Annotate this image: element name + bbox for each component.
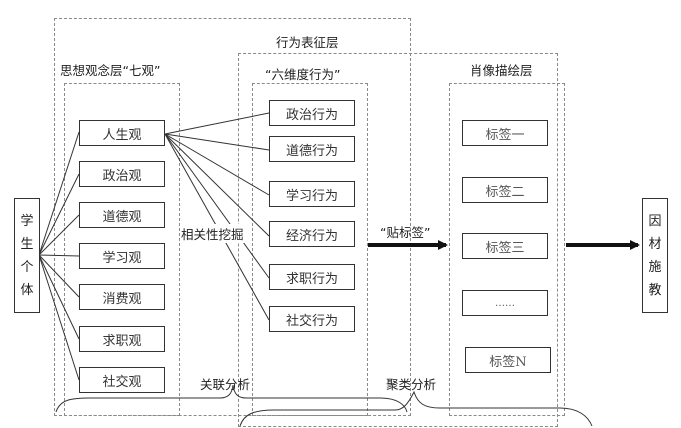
outcome-char: 材 [648,236,662,252]
behavior-layer-title: 行为表征层 [276,35,339,50]
view-box-morality: 道德观 [79,202,165,228]
view-box-consumption: 消费观 [79,284,165,310]
behavior-box-economic: 经济行为 [269,221,355,247]
view-box-social: 社交观 [79,367,165,393]
portrait-inner-container [449,83,565,416]
ideology-layer-container [54,18,411,416]
correlation-mining-label: 相关性挖掘 [181,224,244,243]
tag-box-ellipsis: …… [462,290,548,316]
behavior-box-career: 求职行为 [269,264,355,290]
student-char: 体 [20,282,34,298]
ideology-layer-title: 思想观念层“七观” [60,63,161,78]
view-box-career: 求职观 [79,326,165,352]
six-behaviors-title: “六维度行为” [265,67,341,82]
student-to-views-lines [38,131,80,381]
student-char: 学 [20,213,34,229]
portrait-layer-title: 肖像描绘层 [470,63,533,78]
behavior-box-political: 政治行为 [269,100,355,126]
teach-according-to-aptitude-box: 因 材 施 教 [642,198,668,313]
student-individual-box: 学 生 个 体 [14,198,40,313]
behavior-box-social: 社交行为 [269,306,355,332]
cluster-brace [239,390,593,427]
cluster-analysis-label: 聚类分析 [386,377,437,392]
student-char: 个 [20,259,34,275]
ideology-inner-container [64,83,180,416]
six-behaviors-inner-container [252,83,368,416]
tag-box-1: 标签一 [462,120,548,146]
tag-box-3: 标签三 [462,233,548,259]
outcome-char: 因 [648,213,662,229]
view-box-politics: 政治观 [79,161,165,187]
tag-box-n: 标签N [465,347,551,373]
outcome-char: 施 [648,259,662,275]
behavior-box-moral: 道德行为 [269,136,355,162]
outcome-char: 教 [648,282,662,298]
view-box-life: 人生观 [79,120,165,146]
tag-box-2: 标签二 [462,177,548,203]
tagging-label: “贴标签” [380,225,431,240]
association-analysis-label: 关联分析 [200,377,251,392]
behavior-box-learning: 学习行为 [269,181,355,207]
correlation-lines [164,112,270,321]
association-brace [55,384,408,413]
view-box-learning: 学习观 [79,243,165,269]
student-char: 生 [20,236,34,252]
